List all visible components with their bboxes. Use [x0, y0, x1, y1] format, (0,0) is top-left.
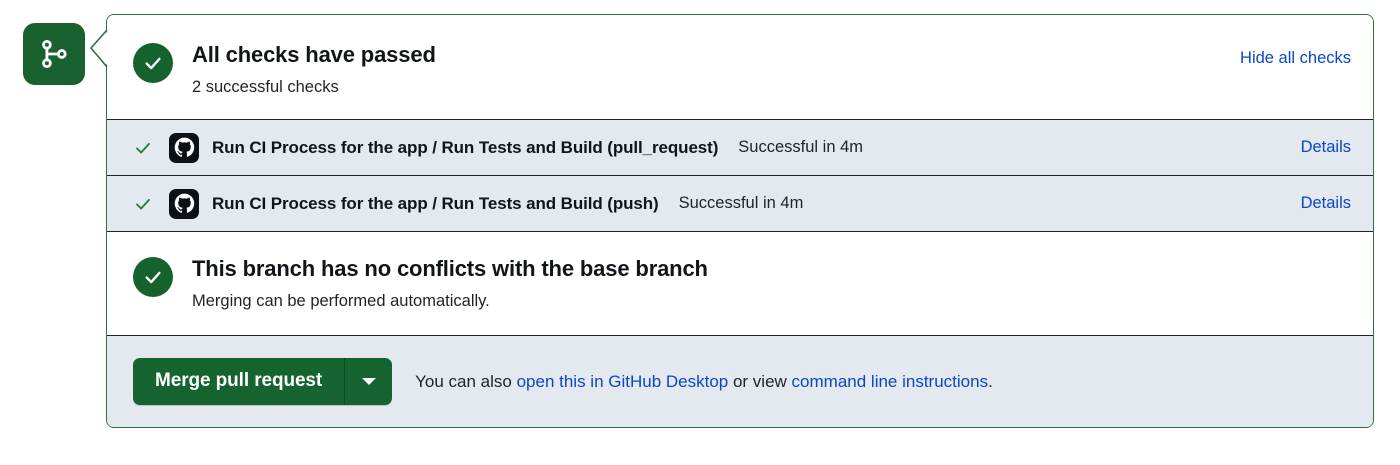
checks-header: All checks have passed 2 successful chec…: [107, 15, 1373, 119]
chevron-down-icon: [361, 378, 376, 385]
note-suffix: .: [988, 371, 993, 391]
check-name: Run CI Process for the app / Run Tests a…: [212, 137, 719, 157]
merge-button-group: Merge pull request: [133, 358, 393, 405]
note-middle: or view: [728, 371, 792, 391]
check-circle-icon: [133, 43, 173, 83]
check-icon: [133, 195, 153, 213]
github-actions-icon: [169, 132, 199, 163]
conflict-subtitle: Merging can be performed automatically.: [192, 292, 490, 310]
conflict-status-section: This branch has no conflicts with the ba…: [107, 231, 1373, 335]
git-merge-badge: [23, 23, 85, 85]
merge-options-dropdown[interactable]: [344, 358, 392, 405]
table-row[interactable]: Run CI Process for the app / Run Tests a…: [107, 175, 1373, 231]
details-link[interactable]: Details: [1300, 138, 1351, 156]
conflict-texts: This branch has no conflicts with the ba…: [192, 255, 708, 313]
git-merge-icon: [37, 37, 71, 71]
details-link[interactable]: Details: [1300, 194, 1351, 212]
merge-footer: Merge pull request You can also open thi…: [107, 335, 1373, 427]
github-desktop-link[interactable]: open this in GitHub Desktop: [516, 371, 729, 391]
page-title: All checks have passed: [192, 42, 436, 67]
hide-all-checks-link[interactable]: Hide all checks: [1240, 49, 1351, 67]
checks-header-texts: All checks have passed 2 successful chec…: [192, 41, 1240, 99]
table-row[interactable]: Run CI Process for the app / Run Tests a…: [107, 119, 1373, 175]
github-actions-icon: [169, 188, 199, 219]
check-name: Run CI Process for the app / Run Tests a…: [212, 193, 659, 213]
merge-footer-note: You can also open this in GitHub Desktop…: [415, 370, 993, 394]
merge-box-card: All checks have passed 2 successful chec…: [106, 14, 1374, 428]
checks-summary: 2 successful checks: [192, 78, 339, 96]
check-icon: [133, 139, 153, 157]
check-status: Successful in 4m: [678, 194, 804, 212]
conflict-title: This branch has no conflicts with the ba…: [192, 256, 708, 281]
check-circle-icon: [133, 257, 173, 297]
merge-pull-request-button[interactable]: Merge pull request: [155, 370, 323, 391]
note-prefix: You can also: [415, 371, 517, 391]
callout-pointer: [88, 29, 108, 68]
check-status: Successful in 4m: [738, 138, 863, 156]
command-line-instructions-link[interactable]: command line instructions: [791, 371, 989, 391]
